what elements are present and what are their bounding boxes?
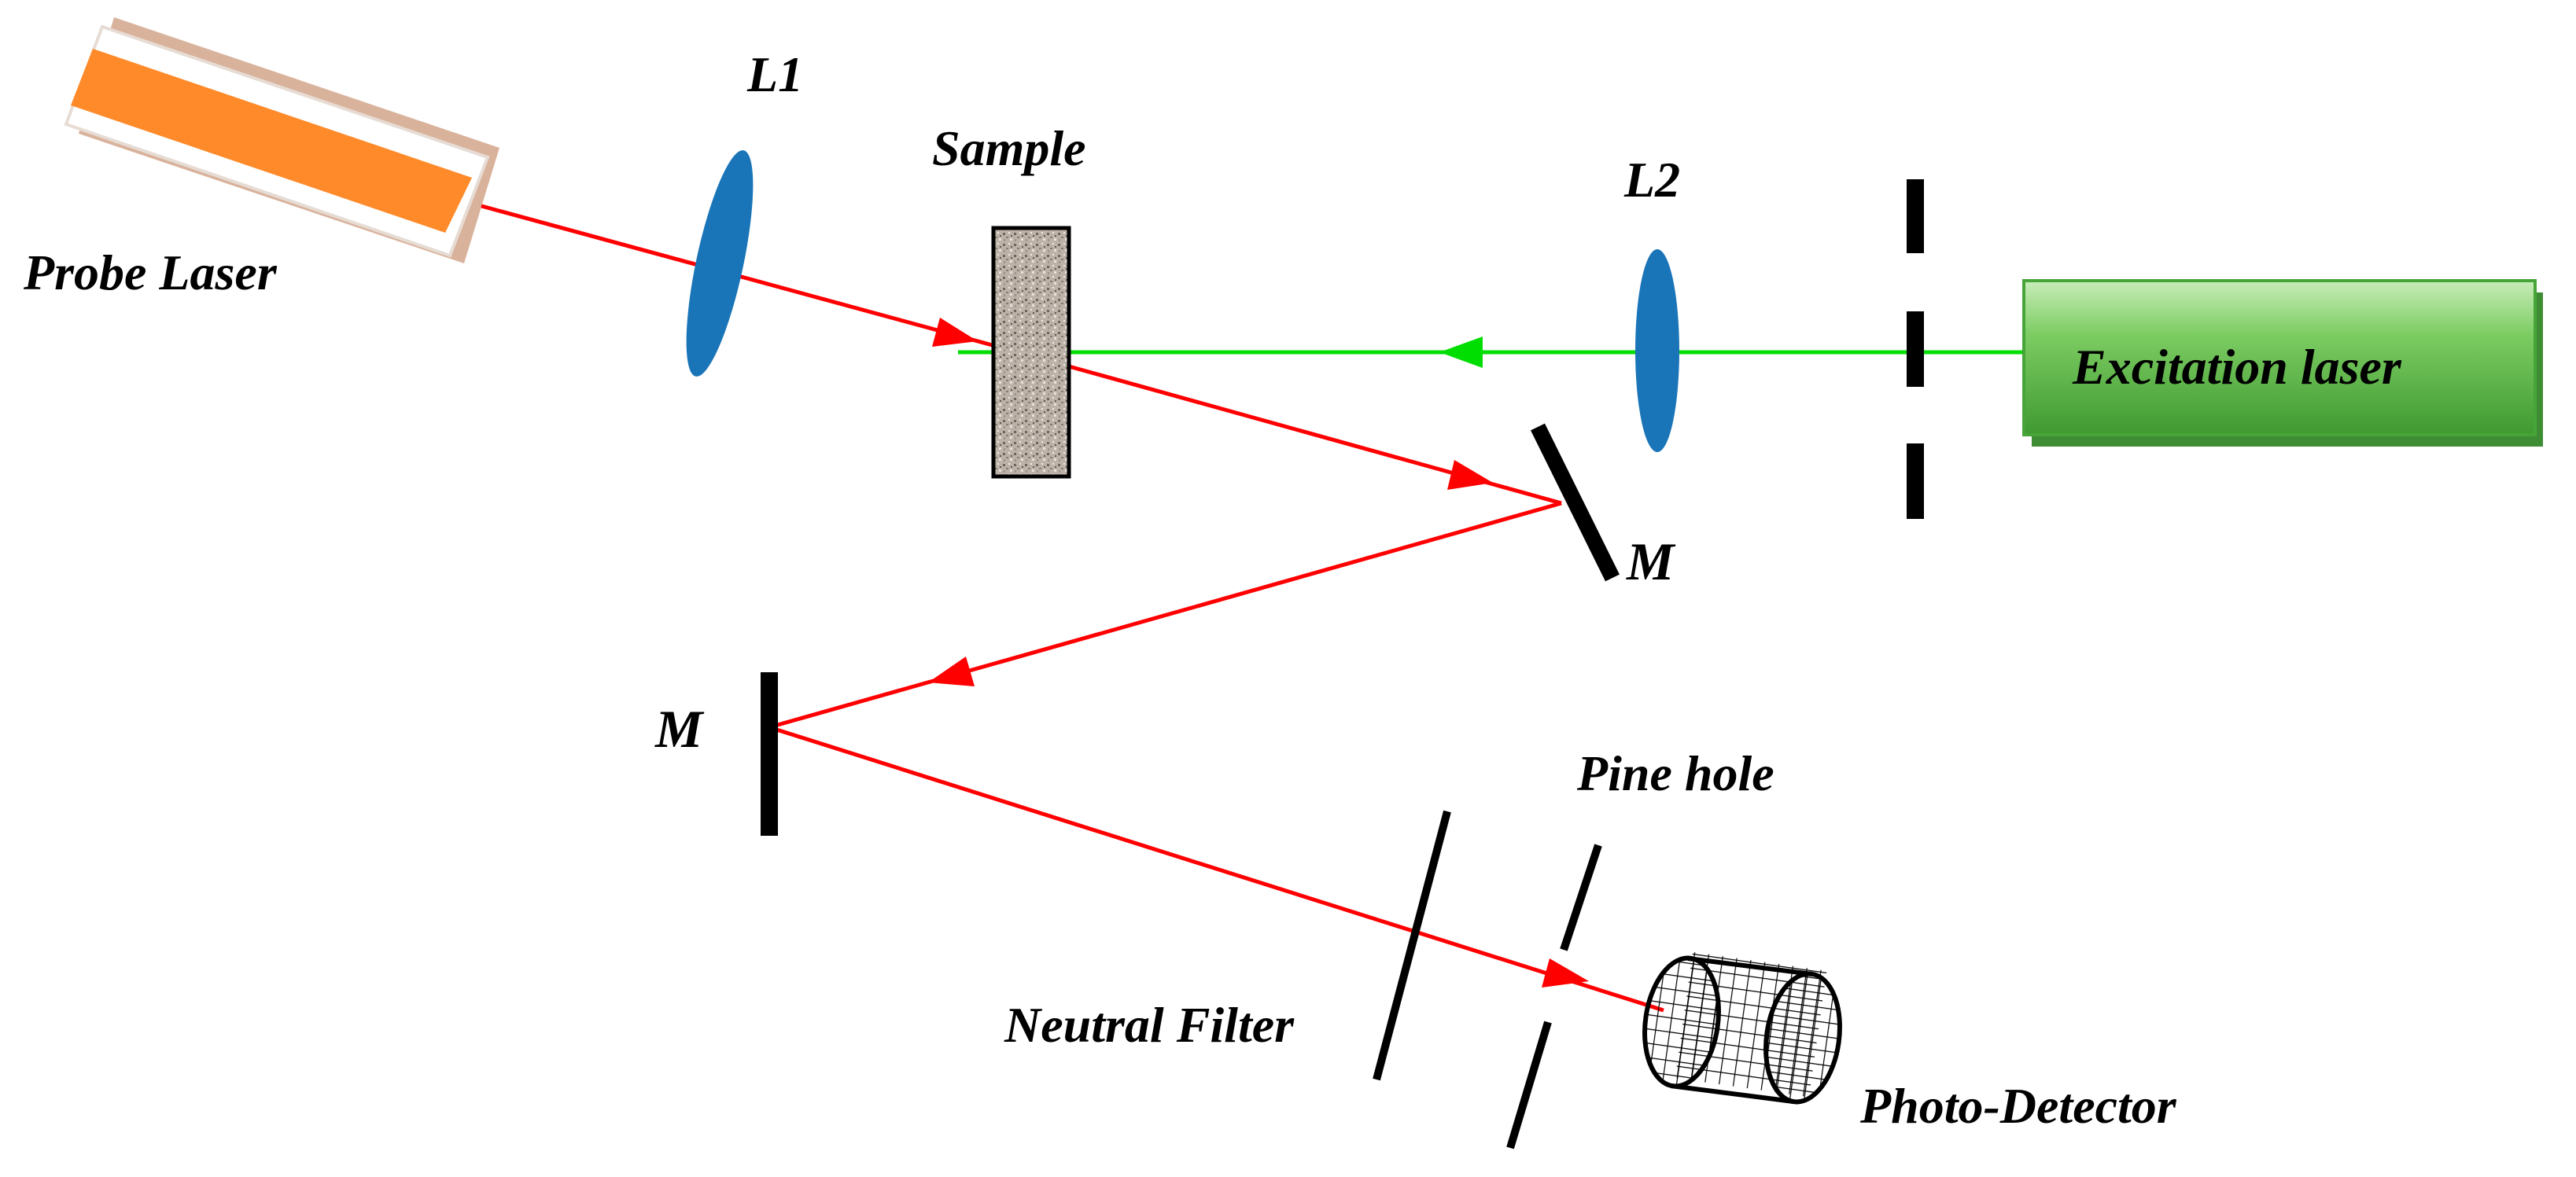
label-photo-detector: Photo-Detector [1859, 1078, 2177, 1134]
mirror-upper [1531, 423, 1620, 582]
label-lens-l2: L2 [1623, 152, 1680, 208]
photo-detector [1642, 951, 1842, 1105]
arrow-head [928, 657, 975, 686]
probe-laser-body [71, 49, 472, 233]
arrow-head [1542, 958, 1589, 988]
arrow-head [1439, 337, 1483, 368]
sample [991, 226, 1071, 479]
probe-laser [64, 17, 499, 263]
probe-beam [481, 204, 1664, 1013]
lens-l1 [686, 150, 754, 377]
label-neutral-filter: Neutral Filter [1004, 997, 1295, 1053]
excitation-beam [958, 337, 2028, 368]
label-mirror-lower: M [654, 699, 705, 759]
probe-beam-arrows [928, 318, 1589, 988]
label-probe-laser: Probe Laser [23, 245, 278, 300]
arrow-head [1447, 460, 1493, 490]
label-pine-hole: Pine hole [1576, 745, 1774, 801]
lens-l2 [1635, 249, 1679, 452]
label-sample: Sample [932, 120, 1086, 176]
label-lens-l1: L1 [746, 46, 803, 102]
arrow-head [932, 318, 978, 347]
label-mirror-upper: M [1626, 531, 1676, 591]
pine-hole [1506, 844, 1602, 1149]
neutral-filter [1373, 810, 1451, 1081]
label-excitation-laser: Excitation laser [2072, 339, 2402, 395]
excitation-laser [2022, 279, 2543, 447]
